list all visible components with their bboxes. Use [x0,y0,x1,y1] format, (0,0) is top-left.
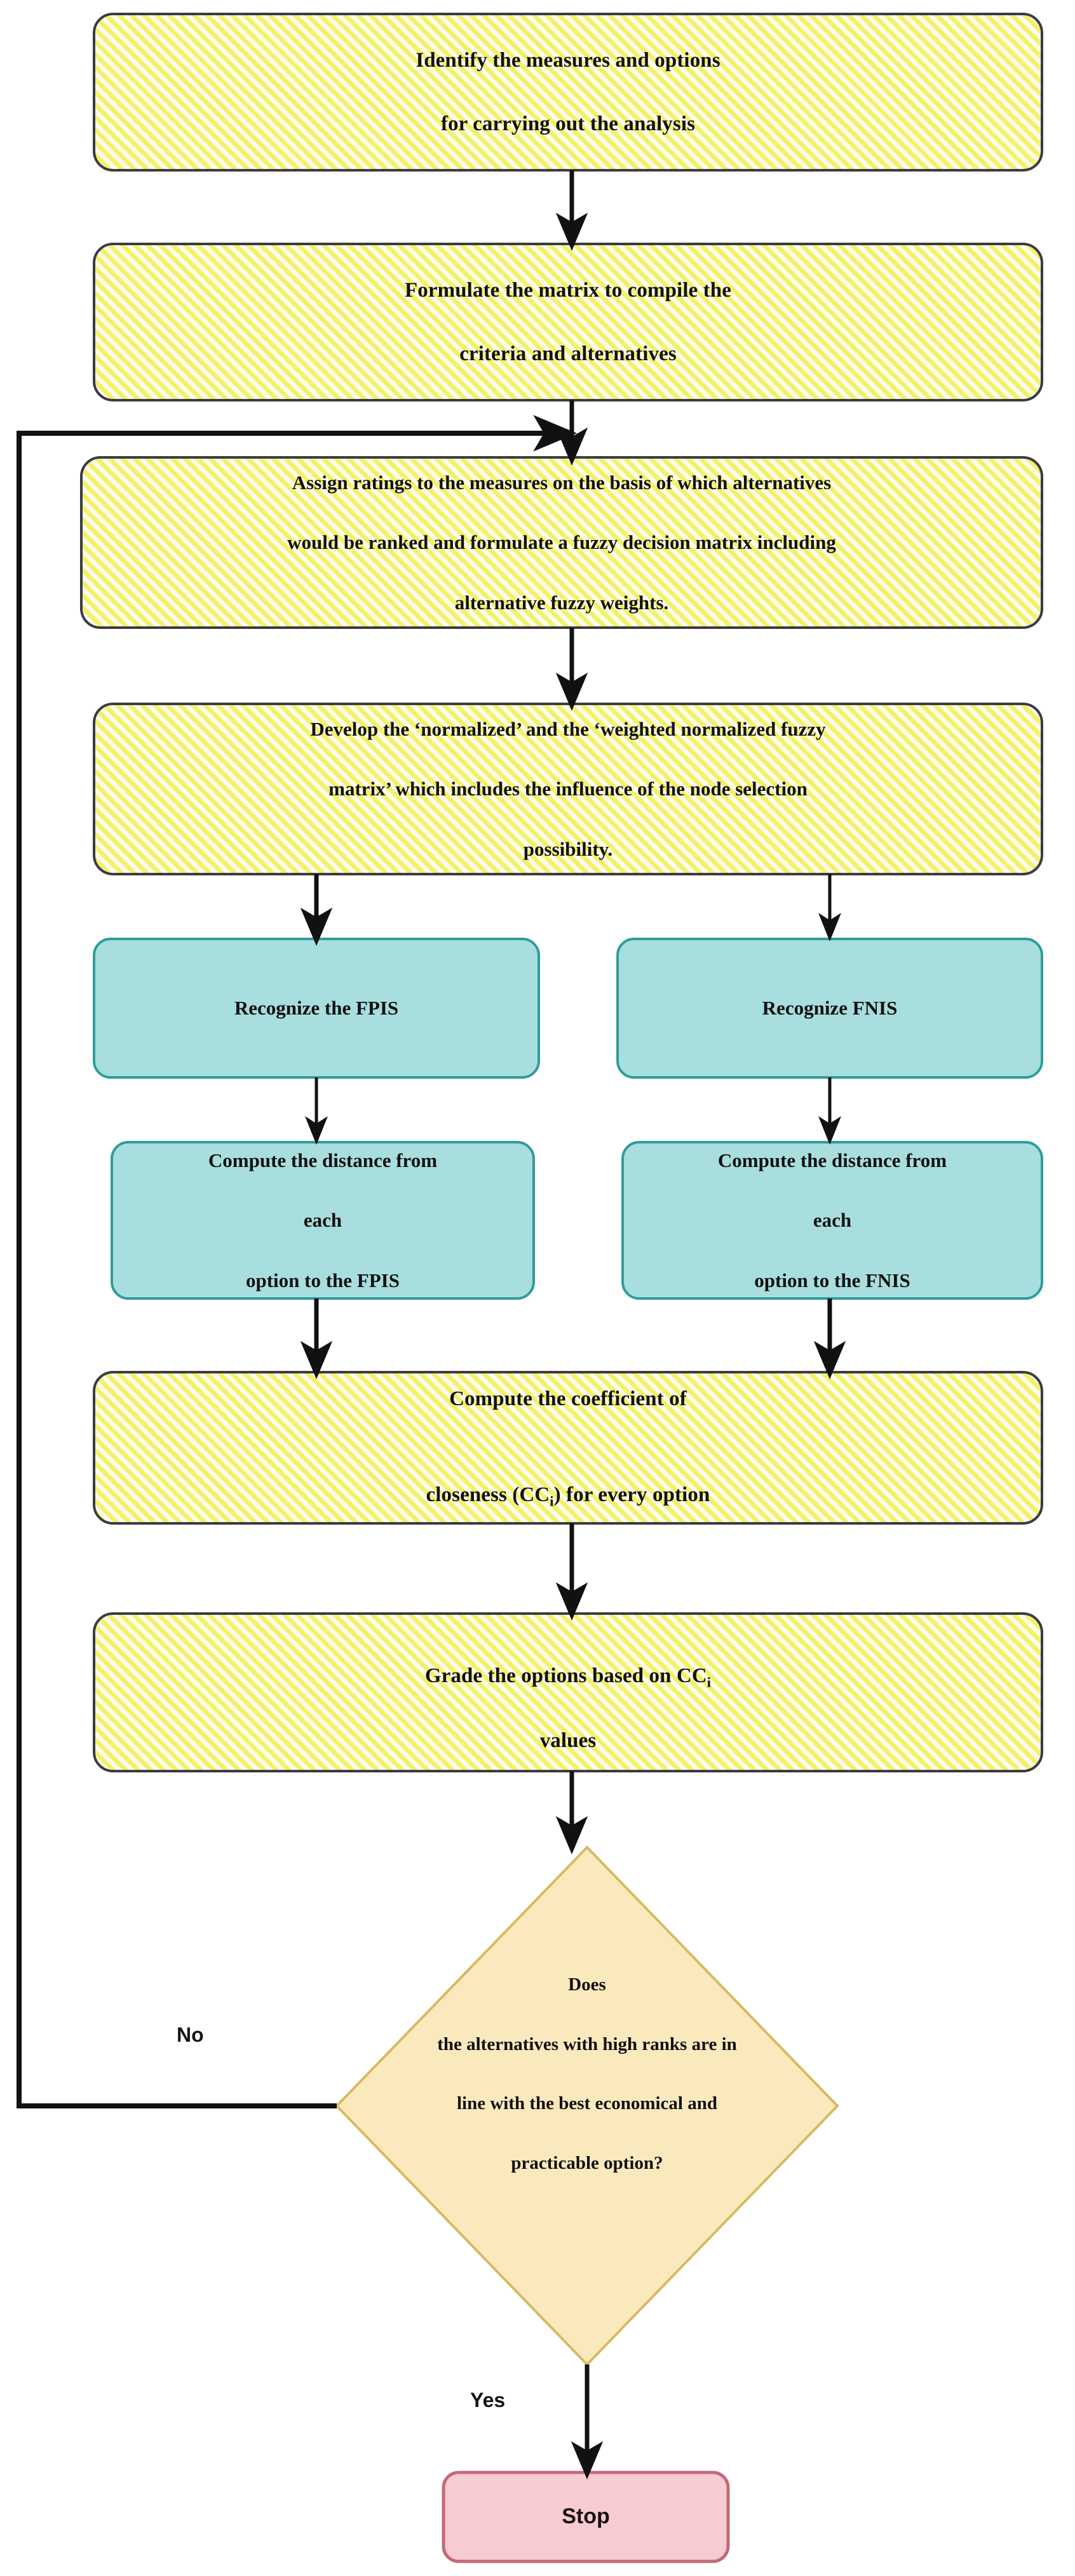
node-identify-shape[interactable] [93,13,1043,172]
node-fnis-shape[interactable] [616,938,1043,1079]
node-dist-fpis-shape[interactable] [111,1141,535,1300]
connectors [17,170,846,2480]
node-formulate-shape[interactable] [93,243,1043,401]
node-closeness-shape[interactable] [93,1371,1043,1525]
node-dist-fnis-shape[interactable] [621,1141,1043,1300]
node-decision-shape[interactable] [335,1845,839,2366]
node-assign-shape[interactable] [80,456,1043,629]
edge-decision-no-feedback [17,415,578,2108]
node-fpis-shape[interactable] [93,938,540,1079]
node-develop-shape[interactable] [93,703,1043,875]
node-stop-shape[interactable] [442,2471,730,2563]
node-grade-shape[interactable] [93,1612,1043,1772]
